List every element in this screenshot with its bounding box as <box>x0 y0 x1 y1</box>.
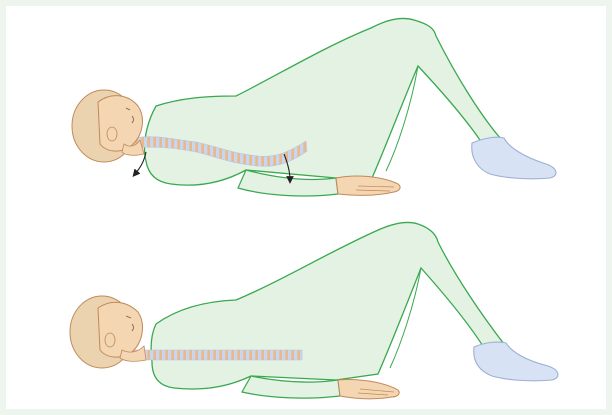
top-sock <box>472 137 556 179</box>
bottom-sock <box>474 342 558 381</box>
bottom-suit-body <box>151 222 504 389</box>
top-suit-body <box>144 18 501 185</box>
bottom-head <box>70 296 146 368</box>
top-hand <box>336 176 400 195</box>
exercise-illustration <box>6 6 606 409</box>
figure-top-arched <box>72 18 556 196</box>
illustration-frame <box>6 6 606 409</box>
figure-bottom-flat <box>70 222 558 398</box>
top-head <box>72 90 144 162</box>
bottom-hand <box>338 379 399 398</box>
